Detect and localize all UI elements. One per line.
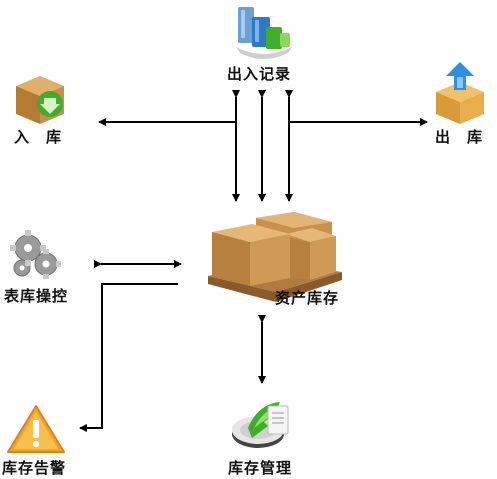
records-chart-icon — [236, 7, 292, 59]
inventory-mgmt-label: 库存管理 — [228, 459, 293, 477]
to-alarm-arrow — [79, 283, 178, 432]
management-disc-icon — [232, 402, 289, 448]
inbound-node[interactable] — [10, 70, 70, 128]
meter-control-label: 表库操控 — [4, 287, 69, 305]
assets-node[interactable] — [206, 212, 344, 304]
box-inbound-arrow-icon — [16, 76, 64, 124]
gears-icon — [10, 230, 61, 279]
alarm-label: 库存告警 — [2, 459, 67, 477]
box-outbound-arrow-icon — [436, 62, 484, 124]
meter-control-node[interactable] — [8, 228, 64, 282]
assets-label: 资产库存 — [275, 289, 340, 307]
outbound-label: 出 库 — [435, 128, 484, 146]
outbound-node[interactable] — [430, 60, 490, 126]
records-label: 出入记录 — [227, 65, 292, 83]
inventory-mgmt-node[interactable] — [228, 398, 296, 454]
warning-triangle-icon — [7, 405, 65, 453]
alarm-node[interactable] — [6, 404, 66, 454]
pallet-boxes-icon — [208, 212, 342, 302]
records-node[interactable] — [230, 3, 298, 63]
inbound-label: 入 库 — [14, 128, 63, 146]
